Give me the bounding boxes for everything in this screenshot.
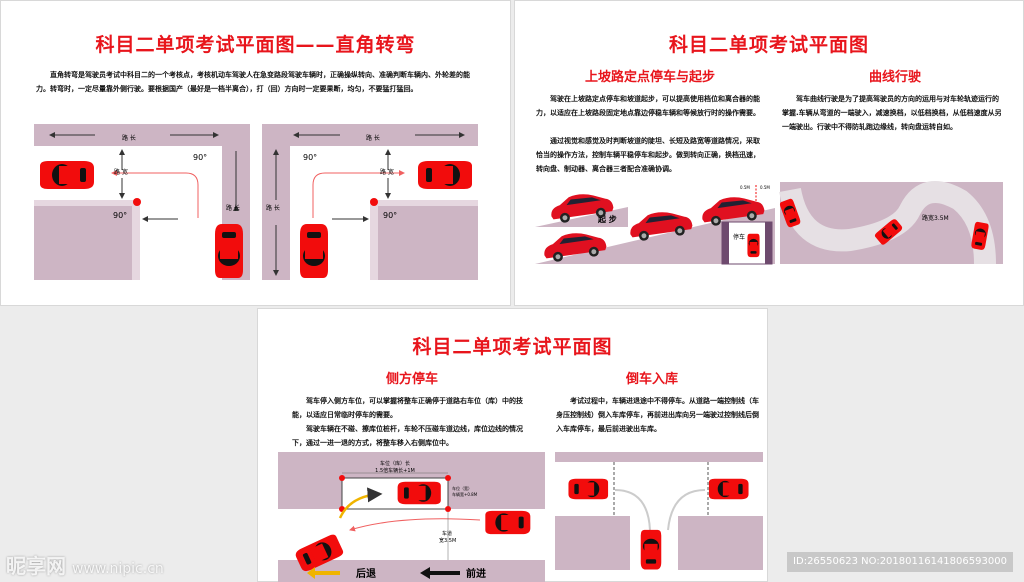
panel3-title: 科目二单项考试平面图 [412, 336, 613, 358]
svg-text:路 宽: 路 宽 [380, 168, 394, 176]
svg-text:0.5M: 0.5M [740, 185, 750, 190]
side-parking-diagram: 车位（库）长 1.5倍车辆长+1M 车位（宽） 车辆宽+0.8M 车道 宽3.5… [278, 452, 545, 582]
svg-text:1.5倍车辆长+1M: 1.5倍车辆长+1M [375, 467, 415, 474]
svg-text:车位（宽）: 车位（宽） [452, 485, 472, 491]
svg-text:0.5M: 0.5M [760, 185, 770, 190]
svg-text:车位（库）长: 车位（库）长 [380, 460, 410, 467]
curve-driving-diagram: 路宽3.5M [779, 181, 1003, 265]
svg-text:宽3.5M: 宽3.5M [439, 537, 456, 544]
right-turn-diagram-left: 路 长 路 宽 路 长 90° 90° [34, 124, 250, 280]
svg-text:后退: 后退 [356, 567, 376, 580]
reverse-paragraph: 考试过程中，车辆进退途中不得停车。从道路一端控制线（车身压控制线）倒入车库停车，… [556, 397, 759, 433]
curve-paragraph: 驾车曲线行驶是为了提高驾驶员的方向的运用与对车轮轨迹运行的掌握.车辆从弯道的一端… [782, 95, 1002, 131]
watermark-brand: 昵享网 [6, 554, 66, 578]
svg-text:路 宽: 路 宽 [114, 168, 128, 176]
panel2-title: 科目二单项考试平面图 [668, 34, 869, 56]
side-parking-title: 侧方停车 [385, 372, 438, 387]
hill-paragraph-2: 通过视觉和感觉及时判断坡道的陡坦、长短及路宽等道路情况，采取恰当的操作方法，控制… [536, 137, 760, 173]
svg-text:路 长: 路 长 [266, 204, 280, 212]
reverse-parking-diagram [555, 452, 763, 570]
svg-text:起 步: 起 步 [597, 214, 617, 224]
svg-text:路宽3.5M: 路宽3.5M [922, 214, 949, 222]
svg-text:90°: 90° [383, 211, 397, 220]
id-bar: ID:26550623 NO:20180116141806593000 [787, 552, 1013, 572]
side-paragraph-2: 驾驶车辆在不碰、擦库位桩杆，车轮不压碰车道边线，库位边线的情况下，通过一进一退的… [292, 425, 523, 447]
svg-text:车道: 车道 [442, 530, 452, 537]
svg-text:90°: 90° [303, 153, 317, 162]
hill-start-diagram: 停车 起 步 0.5M 0.5M [535, 185, 775, 265]
reverse-parking-title: 倒车入库 [625, 372, 678, 387]
svg-text:路 长: 路 长 [226, 204, 240, 212]
curve-driving-title: 曲线行驶 [868, 70, 921, 85]
svg-text:90°: 90° [193, 153, 207, 162]
svg-text:车辆宽+0.8M: 车辆宽+0.8M [452, 491, 478, 497]
svg-text:停车: 停车 [733, 233, 745, 241]
right-turn-diagram-right: 路 长 路 宽 路 长 90° 90° [262, 124, 478, 280]
svg-text:90°: 90° [113, 211, 127, 220]
watermark-url: www.nipic.cn [72, 561, 164, 577]
hill-start-title: 上坡路定点停车与起步 [584, 70, 715, 85]
svg-text:前进: 前进 [466, 567, 486, 580]
hill-paragraph-1: 驾驶在上坡路定点停车和坡道起步，可以提高使用档位和离合器的能力，以适应在上坡路段… [536, 95, 760, 117]
watermark: 昵享网 www.nipic.cn [6, 550, 164, 579]
svg-text:路 长: 路 长 [122, 134, 136, 142]
svg-text:路 长: 路 长 [366, 134, 380, 142]
panel1-paragraph: 直角转弯是驾驶员考试中科目二的一个考核点，考核机动车驾驶人在急变路段驾驶车辆时，… [36, 71, 470, 93]
panel1-title: 科目二单项考试平面图——直角转弯 [95, 34, 416, 56]
side-paragraph-1: 驾车停入侧方车位，可以掌握将整车正确停于道路右车位（库）中的技能，以适应日常临时… [292, 397, 523, 419]
